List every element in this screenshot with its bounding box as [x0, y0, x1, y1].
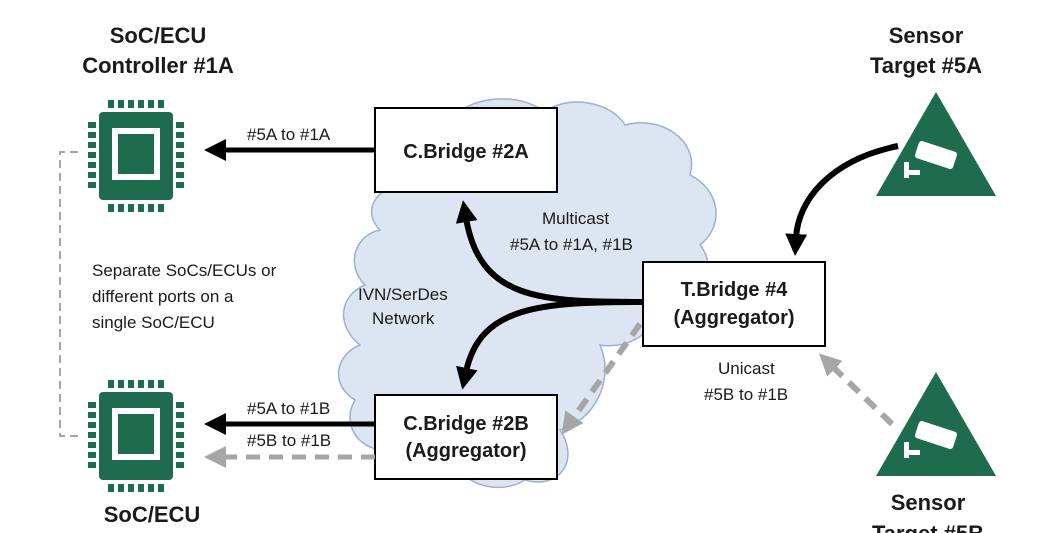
link-label-5a-to-1b: #5A to #1B — [247, 399, 330, 418]
tbridge-4-label-line2: (Aggregator) — [673, 307, 794, 329]
network-label-line2: Network — [372, 309, 435, 328]
unicast-detail: #5B to #1B — [704, 385, 788, 404]
note-line3: single SoC/ECU — [92, 313, 215, 332]
chip-icon — [88, 100, 184, 212]
arrow-5b-to-tbridge — [819, 353, 895, 427]
cbridge-2a-label: C.Bridge #2A — [403, 141, 529, 163]
note-line2: different ports on a — [92, 287, 234, 306]
unicast-title: Unicast — [718, 359, 775, 378]
sensor-5a-title-line2: Target #5A — [870, 53, 982, 78]
sensor-5a-title-line1: Sensor — [889, 23, 964, 48]
cbridge-2b-label-line2: (Aggregator) — [405, 440, 526, 462]
camera-icon — [904, 421, 958, 458]
controller-1b-title-line1: SoC/ECU — [104, 502, 201, 527]
network-label-line1: IVN/SerDes — [358, 285, 448, 304]
cbridge-2b-box — [374, 394, 558, 480]
cbridge-2b-label-line1: C.Bridge #2B — [403, 413, 529, 435]
controller-1a-title-line1: SoC/ECU — [110, 23, 207, 48]
sensor-5b-triangle — [876, 372, 996, 476]
controller-1a-title-line2: Controller #1A — [82, 53, 234, 78]
sensor-5b-title-line2: Target #5B — [872, 521, 984, 533]
arrow-5a-to-tbridge — [785, 143, 899, 256]
sensor-5b — [876, 372, 996, 476]
sensor-5b-title-line1: Sensor — [891, 490, 966, 515]
link-label-5b-to-1b: #5B to #1B — [247, 431, 331, 450]
link-label-5a-to-1a: #5A to #1A — [247, 125, 331, 144]
multicast-title: Multicast — [542, 209, 609, 228]
camera-icon — [904, 141, 958, 178]
multicast-detail: #5A to #1A, #1B — [510, 235, 633, 254]
arrow-unicast-to-2b — [561, 322, 643, 435]
sensor-5a — [876, 92, 996, 196]
controller-link-dashed — [59, 151, 78, 437]
note-line1: Separate SoCs/ECUs or — [92, 261, 277, 280]
arrow-multicast-to-2b — [456, 299, 644, 390]
chip-icon — [88, 380, 184, 492]
tbridge-4-box — [642, 261, 826, 347]
tbridge-4-label-line1: T.Bridge #4 — [681, 279, 789, 301]
